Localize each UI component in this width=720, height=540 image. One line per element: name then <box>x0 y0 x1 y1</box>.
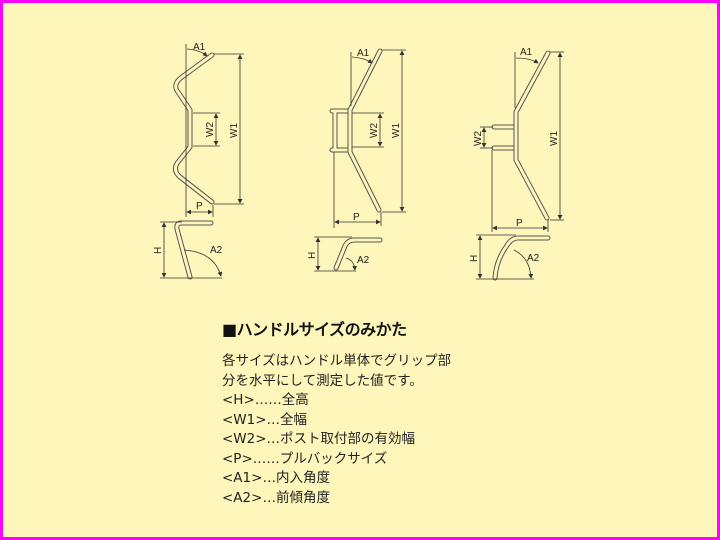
legend-w2: <W2>…ポスト取付部の有効幅 <box>222 431 416 447</box>
label-p: P <box>353 212 360 223</box>
label-w2: W2 <box>369 123 380 138</box>
label-a1: A1 <box>520 47 533 58</box>
section-title: ■ハンドルサイズのみかた <box>222 320 407 339</box>
label-a1: A1 <box>357 48 370 59</box>
diagram-1-side-view: H A2 <box>153 220 223 280</box>
label-a1: A1 <box>193 42 206 53</box>
description: 各サイズはハンドル単体でグリップ部 分を水平にして測定した値です。 <H>……全… <box>222 352 451 508</box>
legend-a2: <A2>…前傾角度 <box>222 489 330 506</box>
legend-w1: <W1>…全幅 <box>222 411 308 428</box>
label-w1: W1 <box>229 123 240 138</box>
label-h: H <box>469 255 480 262</box>
label-w2: W2 <box>205 122 216 137</box>
legend-h: <H>……全高 <box>222 392 309 408</box>
label-w1: W1 <box>549 131 560 146</box>
label-p: P <box>516 218 523 229</box>
description-line: 分を水平にして測定した値です。 <box>222 372 423 389</box>
label-a2: A2 <box>210 245 223 256</box>
label-w2: W2 <box>473 131 484 146</box>
label-a2: A2 <box>357 255 370 266</box>
label-h: H <box>153 247 164 254</box>
label-w1: W1 <box>391 123 402 138</box>
diagram-1-top-view: A1 W1 W2 P <box>172 42 244 217</box>
legend-a1: <A1>…内入角度 <box>222 470 330 486</box>
legend-p: <P>……プルバックサイズ <box>222 450 388 467</box>
label-a2: A2 <box>527 253 540 264</box>
diagram-2-side-view: H A2 <box>307 236 383 272</box>
diagram-2-top-view: A1 W1 W2 P <box>329 48 406 228</box>
diagram-3-side-view: H A2 <box>469 234 551 281</box>
diagram-3-top-view: A1 W1 W2 P <box>473 47 564 232</box>
description-line: 各サイズはハンドル単体でグリップ部 <box>222 353 452 369</box>
label-p: P <box>196 201 203 212</box>
label-h: H <box>307 252 318 259</box>
